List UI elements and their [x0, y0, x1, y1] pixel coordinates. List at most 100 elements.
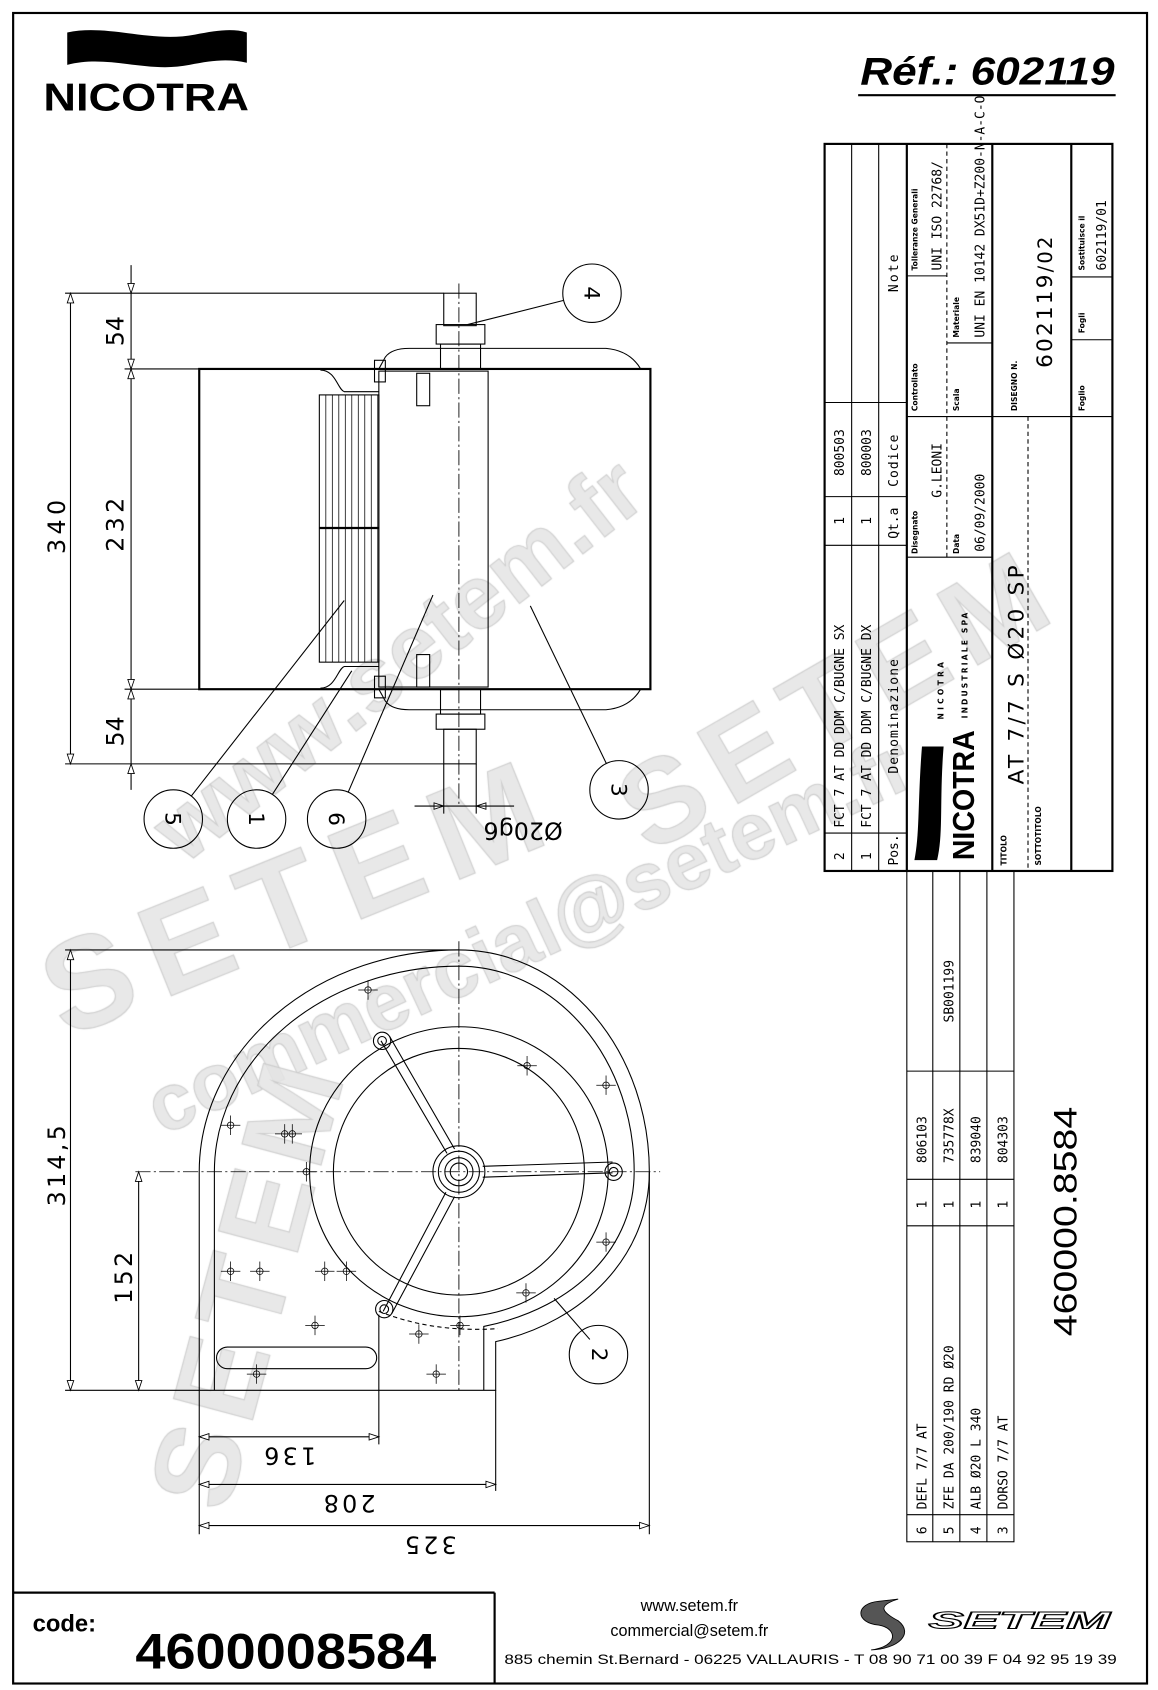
parts-qty: 1	[996, 1201, 1011, 1209]
dimension-arrow	[368, 1432, 381, 1441]
parts-qty: 1	[969, 1201, 984, 1209]
dimension-arrow	[127, 687, 135, 700]
leader-line	[347, 594, 434, 793]
dimension-arrow	[197, 1521, 210, 1530]
tb-header-pos: Pos.	[887, 834, 902, 865]
shaft-top	[443, 292, 477, 327]
balloon-3-label: 3	[605, 783, 630, 797]
hole-crosshair	[426, 1364, 446, 1384]
balloon-1	[226, 789, 287, 849]
tb-foglio-label: Foglio	[1077, 385, 1086, 411]
parts-code: 735778X	[942, 1108, 957, 1163]
leader-line	[467, 299, 564, 326]
tb-nicotra-logo: NICOTRA	[914, 730, 981, 861]
dim-325: 325	[402, 1530, 457, 1558]
dimension-arrow	[66, 291, 75, 304]
leader-line	[529, 605, 607, 764]
leader-line	[190, 600, 345, 797]
hole-crosshair	[220, 1115, 241, 1135]
leader-line	[271, 670, 353, 795]
tb-sostituisce: 602119/01	[1095, 200, 1110, 270]
parts-name: ZFE DA 200/190 RD Ø20	[942, 1345, 957, 1509]
parts-code: 839040	[969, 1116, 984, 1163]
tb-company-line2: INDUSTRIALE SPA	[960, 611, 969, 719]
hole-crosshair	[516, 1283, 536, 1303]
dimension-arrow	[127, 762, 135, 775]
setem-logo: SETEM	[860, 1598, 1113, 1651]
tb-disegnato-label: Disegnato	[911, 511, 920, 554]
hole-crosshair	[282, 1124, 303, 1144]
balloon-1-label: 1	[243, 812, 268, 826]
tb-header-note: Note	[887, 252, 902, 292]
dim-314-5: 314,5	[43, 1122, 71, 1206]
parts-code: 804303	[996, 1116, 1011, 1163]
title-block: 2 FCT 7 AT DD DDM C/BUGNE SX 1 800503 1 …	[823, 95, 1114, 873]
hole-crosshair	[358, 980, 378, 1000]
tb-tolleranze-label: Tolleranze Generali	[911, 189, 920, 271]
hole-crosshair	[517, 1055, 537, 1076]
dimension-arrow	[197, 1432, 210, 1441]
email: commercial@setem.fr	[610, 1622, 769, 1640]
dim-208: 208	[320, 1489, 375, 1517]
tb-titolo-label: TITOLO	[999, 834, 1008, 865]
parts-pos: 5	[942, 1526, 957, 1534]
dimension-arrow	[66, 753, 75, 766]
dimension-arrow	[127, 283, 135, 295]
dimension-arrow	[127, 367, 135, 380]
parts-pos: 3	[996, 1526, 1011, 1534]
dim-136: 136	[261, 1442, 316, 1470]
dimension-arrow	[134, 1380, 143, 1392]
parts-pos: 6	[915, 1526, 930, 1534]
parts-name: DORSO 7/7 AT	[996, 1415, 1011, 1509]
tb-row1-qty: 1	[860, 517, 875, 525]
dimension-arrow	[66, 948, 75, 961]
balloon-5	[143, 789, 204, 849]
tb-header-name: Denominazione	[887, 658, 902, 774]
dimension-arrow	[127, 679, 135, 691]
tb-row1-name: FCT 7 AT DD DDM C/BUGNE DX	[860, 624, 875, 827]
tb-row1-pos: 1	[860, 852, 875, 860]
code-value: 4600008584	[135, 1623, 436, 1679]
tb-disegno: 602119/02	[1033, 234, 1058, 367]
mounting-slot	[216, 1346, 378, 1370]
support-arms	[372, 1031, 623, 1319]
parts-name: DEFL 7/7 AT	[915, 1423, 930, 1509]
tb-titolo: AT 7/7 S Ø20 SP	[1005, 562, 1030, 784]
motor-band	[378, 370, 489, 688]
hole-crosshair	[596, 1075, 616, 1095]
tb-header-qty: Qt.a	[887, 508, 902, 539]
tb-sostituisce-label: Sostituisce il	[1077, 216, 1086, 271]
front-view-drawing: 314,5 152 136 208 325	[43, 941, 661, 1558]
dim-232: 232	[102, 493, 130, 551]
reference-number: Réf.: 602119	[860, 50, 1115, 93]
parts-qty: 1	[915, 1201, 930, 1209]
website: www.setem.fr	[640, 1597, 739, 1615]
sheet-border	[12, 11, 1149, 1685]
dimension-arrow	[485, 1480, 498, 1489]
dim-shaft-diameter: Ø20g6	[484, 816, 563, 844]
dimension-arrow	[127, 358, 135, 371]
tb-row2-name: FCT 7 AT DD DDM C/BUGNE SX	[833, 624, 848, 827]
footer: code: 4600008584 www.setem.fr commercial…	[13, 1591, 1117, 1684]
parts-note: SB001199	[942, 960, 957, 1022]
balloon-6	[306, 789, 367, 849]
dimension-arrow	[197, 1480, 210, 1489]
hole-crosshair	[246, 1364, 267, 1384]
tb-tolleranze: UNI ISO 22768/	[930, 161, 945, 270]
scroll-housing	[198, 949, 650, 1391]
parts-name: ALB Ø20 L 340	[969, 1408, 984, 1510]
dim-54-bottom: 54	[102, 716, 130, 746]
parts-qty: 1	[942, 1201, 957, 1209]
shaft-bottom	[443, 728, 477, 765]
dim-340: 340	[43, 496, 71, 554]
tb-company-line1: NICOTRA	[937, 659, 946, 720]
svg-text:SETEM: SETEM	[928, 1607, 1112, 1634]
parts-list-row: 3 DORSO 7/7 AT 1 804303	[996, 1116, 1011, 1534]
tb-row2-pos: 2	[833, 852, 848, 860]
dimension-arrow	[134, 1170, 143, 1182]
hole-crosshair	[315, 1261, 335, 1282]
dimension-arrow	[639, 1521, 651, 1530]
tb-data: 06/09/2000	[974, 474, 989, 552]
